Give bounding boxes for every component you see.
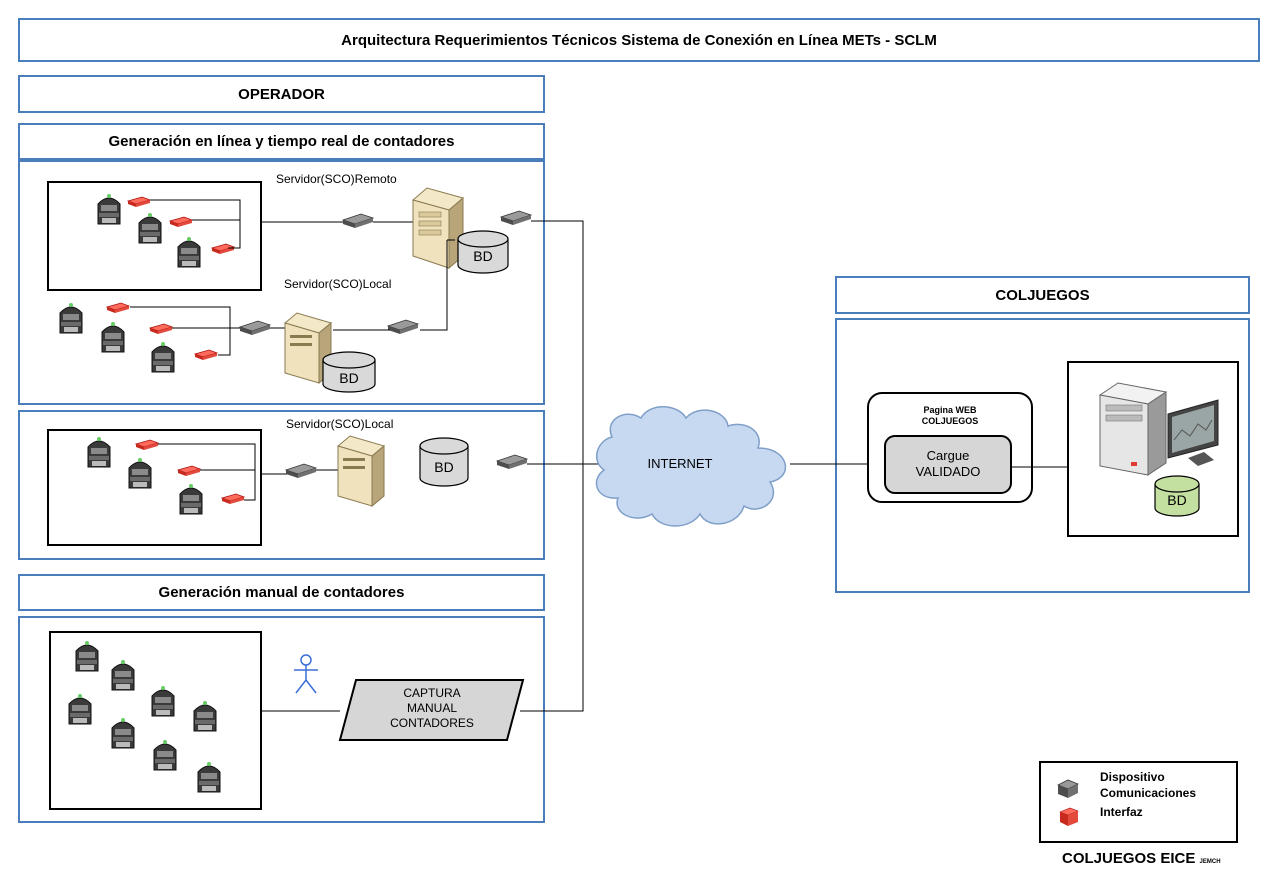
comm-device-icon [387, 319, 419, 335]
db-label: BD [434, 459, 453, 475]
comm-device-icon [342, 213, 374, 229]
cargue-label-line2: VALIDADO [916, 464, 981, 479]
slot-group-local [47, 429, 262, 546]
database-icon [419, 437, 469, 487]
server-local-label: Servidor(SCO)Local [286, 417, 394, 431]
comm-device-icon [500, 210, 532, 226]
database-icon [1154, 475, 1200, 517]
coljuegos-header: COLJUEGOS [835, 276, 1250, 314]
manual-section-header: Generación manual de contadores [18, 574, 545, 611]
legend-device-line1: Dispositivo [1100, 770, 1165, 784]
interface-icon [149, 323, 173, 335]
comm-device-icon [496, 454, 528, 470]
legend-interface: Interfaz [1100, 805, 1143, 819]
legend-device-line2: Comunicaciones [1100, 786, 1196, 800]
server-local-icon [337, 435, 385, 507]
web-page-title-line2: COLJUEGOS [922, 416, 979, 426]
comm-device-icon [285, 463, 317, 479]
cargue-label-line1: Cargue [927, 448, 970, 463]
server-local-label: Servidor(SCO)Local [284, 277, 392, 291]
footer-brand-text: COLJUEGOS EICE [1062, 850, 1196, 867]
db-label: BD [339, 370, 358, 386]
db-label: BD [473, 248, 492, 264]
database-icon [457, 230, 509, 274]
footer-small-text: JEMCH [1199, 859, 1221, 865]
comm-device-icon [239, 320, 271, 336]
interface-legend-icon [1059, 807, 1079, 826]
slot-machine-icon [59, 302, 83, 334]
cargue-validado-box [884, 435, 1012, 494]
online-section-header: Generación en línea y tiempo real de con… [18, 123, 545, 160]
db-label: BD [1167, 492, 1186, 508]
web-page-title-line1: Pagina WEB [923, 405, 977, 415]
internet-label: INTERNET [648, 456, 713, 471]
internet-cloud [595, 406, 787, 527]
legend-box [1039, 761, 1238, 843]
server-remote-label: Servidor(SCO)Remoto [276, 172, 397, 186]
captura-label-line1: CAPTURA [403, 686, 460, 700]
computer-tower-icon [1098, 382, 1168, 476]
footer-brand: COLJUEGOS EICE JEMCH [1062, 850, 1221, 867]
database-icon [322, 351, 376, 393]
captura-label-line2: MANUAL [407, 701, 457, 715]
comm-device-legend-icon [1057, 779, 1079, 798]
interface-icon [194, 349, 218, 361]
operator-person-icon [294, 654, 318, 694]
captura-label-line3: CONTADORES [390, 716, 474, 730]
server-remote-icon [412, 187, 464, 269]
captura-manual-box [338, 679, 525, 741]
slot-machine-icon [151, 341, 175, 373]
operador-header: OPERADOR [18, 75, 545, 113]
monitor-icon [1167, 399, 1219, 466]
slot-machine-icon [101, 321, 125, 353]
interface-icon [106, 302, 130, 314]
diagram-title: Arquitectura Requerimientos Técnicos Sis… [18, 18, 1260, 62]
